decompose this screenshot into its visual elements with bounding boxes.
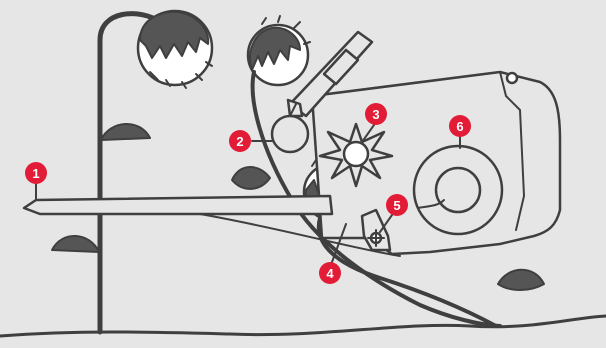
tall-sunflower-head — [136, 9, 214, 89]
star-wheel — [318, 122, 394, 188]
ground-line — [0, 314, 606, 338]
callout-6-label: 6 — [456, 119, 463, 134]
callout-2: 2 — [229, 130, 251, 152]
knife-mechanism — [360, 208, 392, 252]
middle-sunflower-stem — [250, 70, 502, 328]
callout-4: 4 — [319, 262, 341, 284]
callout-5: 5 — [386, 194, 408, 216]
callout-6: 6 — [449, 115, 471, 137]
reel-arm-slide — [322, 48, 360, 86]
reel-hanger — [289, 103, 297, 117]
callout-3: 3 — [365, 103, 387, 125]
callout-1: 1 — [25, 162, 47, 184]
platform-floor — [199, 213, 401, 257]
stalk-leaf-lower — [51, 235, 100, 253]
callout-2-label: 2 — [236, 134, 243, 149]
callout-3-label: 3 — [372, 107, 379, 122]
cutting-bar — [22, 194, 334, 216]
middle-stem-leaf — [231, 166, 271, 190]
callout-leader-3 — [361, 124, 375, 143]
callout-4-label: 4 — [326, 266, 334, 281]
housing-pivot-bolt — [505, 71, 519, 85]
auger — [412, 144, 504, 236]
ground-leaf-right — [497, 268, 545, 291]
callout-5-label: 5 — [393, 198, 400, 213]
callout-leader-4 — [331, 223, 347, 263]
callout-1-label: 1 — [32, 166, 39, 181]
reel-drum — [270, 114, 310, 154]
stalk-leaf-upper — [100, 123, 151, 141]
callout-leader-5 — [379, 214, 393, 233]
middle-sunflower-head — [246, 15, 311, 87]
housing-top-rail — [311, 71, 525, 231]
